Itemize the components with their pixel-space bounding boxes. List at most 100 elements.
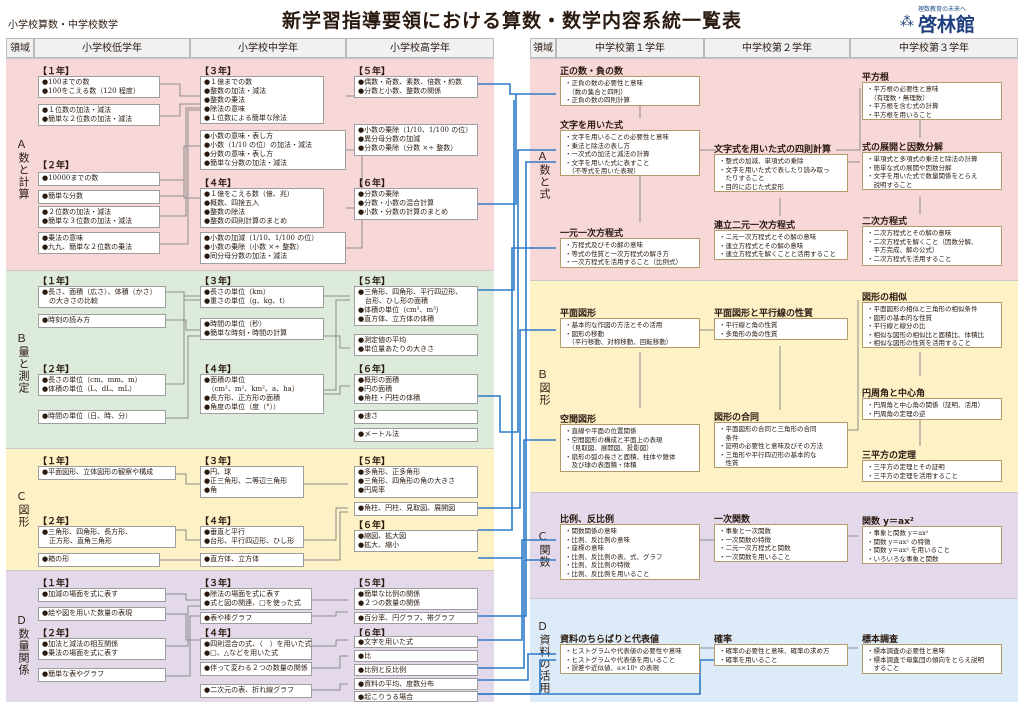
- d-mid-box-1: ●除法の場面を式に表す●式と図の関連、□を使った式: [200, 588, 312, 610]
- d-low-box-4: ●簡単な表やグラフ: [38, 668, 166, 682]
- d-mid-box-3: ●四則混合の式、（ ）を用いた式●□、△などを用いた式: [200, 638, 312, 660]
- grade-1-a: 【１年】: [38, 67, 75, 77]
- grade-6-c: 【６年】: [354, 521, 391, 531]
- jr-a3-title: 一元一次方程式: [560, 229, 624, 239]
- elem-domain-a-letter: Ａ: [16, 138, 27, 151]
- c-low-box-1: ●平面図形、立体図形の観察や構成: [38, 466, 176, 480]
- b-mid-box-2: ●時間の単位（秒）●簡単な時刻・時間の計算: [200, 318, 324, 340]
- jr-b7-title: 三平方の定理: [862, 451, 917, 461]
- col-header-elem-high: 小学校高学年: [346, 38, 494, 58]
- jr-b5-box: ・平面図形の相似と三角形の相似条件・図形の基本的な性質・平行線と線分の比・相似な…: [862, 302, 1002, 348]
- col-header-elem-low: 小学校低学年: [34, 38, 190, 58]
- d-high-box-3: ●文字を用いた式: [354, 636, 478, 648]
- jr-c2-title: 一次関数: [714, 515, 751, 525]
- b-mid-box-3: ●面積の単位 （cm²、m²、km²、a、ha）●長方形、正方形の面積●角度の単…: [200, 374, 324, 414]
- grade-1-c: 【１年】: [38, 457, 75, 467]
- jr-c3-title: 関数 y＝ax²: [862, 517, 914, 527]
- grade-5-b: 【５年】: [354, 277, 391, 287]
- jr-a2-box: ・文字を用いることの必要性と意味・乗法と除法の表し方・一次式の加法と減法の計算・…: [560, 130, 700, 176]
- header-subtitle: 小学校算数・中学校数学: [8, 20, 118, 31]
- elem-domain-d-letter: Ｄ: [16, 614, 27, 627]
- a-low-box-6: ●乗法の意味●九九、簡単な２位数の乗法: [38, 232, 160, 254]
- d-mid-box-2: ●表や棒グラフ: [200, 612, 312, 624]
- logo-tagline: 理数教育の未来へ: [918, 6, 967, 13]
- c-mid-box-3: ●直方体、立方体: [200, 553, 304, 567]
- jr-a4-box: ・整式の加減、単項式の乗除・文字を用いた式で表したり読み取っ たりすること・目的…: [714, 154, 848, 192]
- col-header-jr2: 中学校第２学年: [704, 38, 850, 58]
- b-mid-box-1: ●長さの単位（km）●重さの単位（g、kg、t）: [200, 286, 324, 308]
- a-low-box-5: ●２位数の加法・減法●簡単な３位数の加法・減法: [38, 206, 160, 228]
- c-mid-box-2: ●垂直と平行●台形、平行四辺形、ひし形: [200, 526, 304, 548]
- a-high-box-2: ●小数の乗除（1/10、1/100 の位）●異分母分数の加減●分数の乗除（分数 …: [354, 124, 478, 156]
- d-high-box-7: ●起こりうる場合: [354, 691, 478, 702]
- a-low-box-4: ●簡単な分数: [38, 190, 160, 204]
- col-header-jr3: 中学校第３学年: [850, 38, 1018, 58]
- jr-c2-box: ・事象と一次関数・一次関数の特徴・二元一次方程式と関数・一次関数を用いること: [714, 524, 848, 562]
- grade-5-a: 【５年】: [354, 67, 391, 77]
- jr-a2-title: 文字を用いた式: [560, 121, 624, 131]
- c-high-box-2: ●角柱、円柱、見取図、展開図: [354, 502, 478, 516]
- jr-b3-title: 平面図形と平行線の性質: [714, 309, 814, 319]
- grade-1-b: 【１年】: [38, 277, 75, 287]
- elem-domain-c-name: 図形: [17, 504, 30, 528]
- b-low-box-1: ●長さ、面積（広さ）、体積（かさ） の大きさの比較: [38, 286, 166, 308]
- jr-a8-title: 二次方程式: [862, 217, 908, 227]
- col-header-jr-domain: 領域: [530, 38, 556, 58]
- jr-a6-title: 平方根: [862, 73, 890, 83]
- grade-3-b: 【３年】: [200, 277, 237, 287]
- a-mid-box-3: ●１億をこえる数（億、兆）●概数、四捨五入●整数の除法●整数の四則計算のまとめ: [200, 188, 324, 228]
- b-high-box-3: ●概形の面積●円の面積●角柱・円柱の体積: [354, 374, 478, 404]
- a-mid-box-2: ●小数の意味・表し方●小数（1/10 の位）の加法・減法●分数の意味・表し方●簡…: [200, 130, 346, 170]
- b-high-box-5: ●メートル法: [354, 428, 478, 442]
- c-high-box-3: ●縮図、拡大図●拡大、縮小: [354, 530, 478, 552]
- grade-5-d: 【５年】: [354, 579, 391, 589]
- grade-4-b: 【４年】: [200, 365, 237, 375]
- d-high-box-1: ●簡単な比例の関係●２つの数量の関係: [354, 588, 478, 610]
- elem-domain-b-name: 量と測定: [17, 346, 30, 394]
- jr-a5-title: 連立二元一次方程式: [714, 221, 796, 231]
- b-low-box-3: ●長さの単位（cm、mm、m）●体積の単位（L、dL、mL）: [38, 374, 166, 396]
- d-high-box-6: ●資料の平均、度数分布: [354, 678, 478, 690]
- elem-domain-c-letter: Ｃ: [16, 490, 27, 503]
- jr-b4-box: ・平面図形の合同と三角形の合同 条件・証明の必要性と意味及びその方法・三角形や平…: [714, 422, 848, 468]
- a-low-box-3: ●10000までの数: [38, 172, 160, 186]
- jr-b4-title: 図形の合同: [714, 413, 760, 423]
- elem-domain-d-name: 数量関係: [17, 628, 30, 676]
- grade-2-a: 【２年】: [38, 161, 75, 171]
- grade-3-c: 【３年】: [200, 457, 237, 467]
- d-low-box-3: ●加法と減法の相互関係●乗法の場面を式に表す: [38, 638, 166, 660]
- a-high-box-3: ●分数の乗除●分数・小数の混合計算●小数・分数の計算のまとめ: [354, 188, 478, 220]
- b-low-box-4: ●時間の単位（日、時、分）: [38, 410, 166, 424]
- jr-domain-d-name: 資料の活用: [538, 634, 551, 694]
- jr-b5-title: 図形の相似: [862, 293, 908, 303]
- jr-domain-d-letter: Ｄ: [537, 620, 548, 633]
- jr-d2-title: 確率: [714, 635, 733, 645]
- elem-domain-b-letter: Ｂ: [16, 332, 27, 345]
- grade-4-c: 【４年】: [200, 517, 237, 527]
- jr-a7-title: 式の展開と因数分解: [862, 143, 944, 153]
- c-high-box-1: ●多角形、正多角形●三角形、四角形の角の大きさ●円周率: [354, 466, 478, 498]
- jr-b6-box: ・円周角と中心角の関係（証明、活用）・円周角の定理の逆: [862, 398, 1002, 420]
- jr-c1-box: ・関数関係の意味・比例、反比例の意味・座標の意味・比例、反比例の表、式、グラフ・…: [560, 524, 700, 580]
- grade-4-a: 【４年】: [200, 179, 237, 189]
- jr-b2-box: ・直線や平面の位置関係・空間図形の構成と平面上の表現 （見取図、展開図、投影図）…: [560, 424, 700, 472]
- jr-domain-a-name: 数と式: [538, 164, 551, 200]
- c-low-box-2: ●三角形、四角形、長方形、 正方形、直角三角形: [38, 526, 176, 548]
- b-high-box-4: ●速さ: [354, 410, 478, 424]
- jr-d3-box: ・標本調査の必要性と意味・標本調査で母集団の傾向をとらえ説明 すること: [862, 644, 1002, 674]
- col-header-domain: 領域: [6, 38, 34, 58]
- jr-a4-title: 文字式を用いた式の四則計算: [714, 145, 832, 155]
- jr-b2-title: 空間図形: [560, 415, 597, 425]
- b-low-box-2: ●時刻の読み方: [38, 314, 166, 328]
- jr-b1-box: ・基本的な作図の方法とその活用・図形の移動 （平行移動、対称移動、回転移動）: [560, 318, 700, 348]
- col-header-elem-mid: 小学校中学年: [190, 38, 346, 58]
- grade-2-c: 【２年】: [38, 517, 75, 527]
- jr-b3-box: ・平行線と角の性質・多角形の角の性質: [714, 318, 848, 340]
- jr-d3-title: 標本調査: [862, 635, 899, 645]
- d-low-box-2: ●絵や図を用いた数量の表現: [38, 607, 166, 621]
- grade-6-a: 【６年】: [354, 179, 391, 189]
- a-low-box-2: ●１位数の加法・減法●簡単な２位数の加法・減法: [38, 104, 160, 126]
- grade-5-c: 【５年】: [354, 457, 391, 467]
- grade-6-d: 【６年】: [354, 629, 391, 639]
- elem-domain-a-name: 数と計算: [17, 152, 30, 200]
